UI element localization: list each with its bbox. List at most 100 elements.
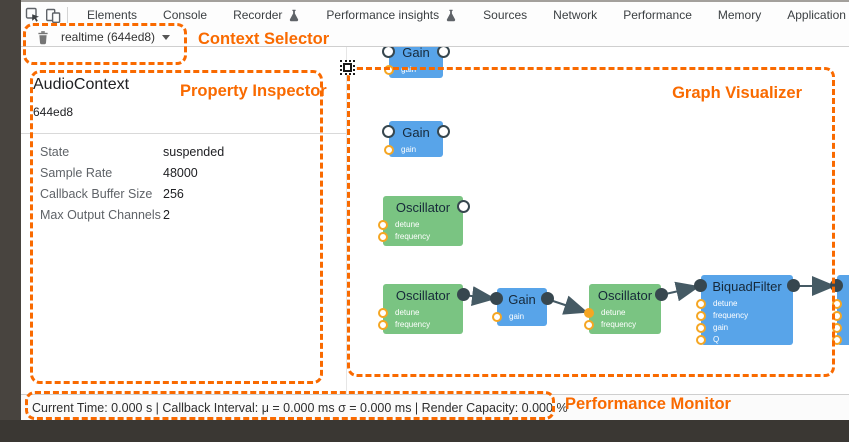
tab-memory[interactable]: Memory xyxy=(705,2,774,28)
param-row: detune xyxy=(696,298,793,310)
desktop-background-bottom xyxy=(0,420,849,442)
tab-elements[interactable]: Elements xyxy=(74,2,150,28)
node-title: Gain xyxy=(508,292,536,307)
property-value: 256 xyxy=(163,186,184,201)
param-label: frequency xyxy=(601,320,637,329)
param-label: gain xyxy=(509,312,525,321)
param-row: detune xyxy=(832,298,849,310)
webaudio-toolbar: realtime (644ed8) xyxy=(21,28,849,47)
param-label: detune xyxy=(395,220,420,229)
param-label: gain xyxy=(713,323,729,332)
tab-network[interactable]: Network xyxy=(540,2,610,28)
element-picker-icon[interactable] xyxy=(25,3,41,27)
tab-label: Elements xyxy=(87,8,138,22)
param-label: gain xyxy=(401,145,417,154)
param-port xyxy=(832,299,842,309)
annotation-corner-handle xyxy=(340,60,355,75)
context-type-title: AudioContext xyxy=(33,76,130,93)
param-row: gain xyxy=(384,144,443,156)
param-list: gain xyxy=(384,143,443,156)
property-value: 2 xyxy=(163,207,170,222)
input-port xyxy=(382,125,395,138)
dropdown-caret-icon xyxy=(162,34,171,40)
tab-label: Network xyxy=(553,8,598,22)
output-port xyxy=(457,288,470,301)
param-row: gain xyxy=(492,311,547,323)
param-row: frequency xyxy=(696,310,793,322)
param-port xyxy=(696,323,706,333)
tab-label: Performance xyxy=(623,8,692,22)
context-id: 644ed8 xyxy=(33,105,74,119)
tab-label: Memory xyxy=(717,8,762,22)
param-row: frequency xyxy=(584,319,661,331)
tab-label: Performance insights xyxy=(326,8,440,22)
param-list: detune frequency xyxy=(378,306,463,331)
property-label: Callback Buffer Size xyxy=(40,186,153,201)
delete-context-icon[interactable] xyxy=(31,28,55,46)
param-row: gain xyxy=(696,322,793,334)
param-port xyxy=(378,308,388,318)
tab-performance-insights[interactable]: Performance insights xyxy=(313,2,470,28)
property-value: 48000 xyxy=(163,165,198,180)
graph-node-oscillator: Oscillator detune frequency xyxy=(378,196,470,246)
property-value: suspended xyxy=(163,144,225,159)
context-selector-dropdown[interactable]: realtime (644ed8) xyxy=(61,30,171,44)
graph-node-gain: Gain gain xyxy=(382,121,450,157)
output-port xyxy=(457,200,470,213)
param-row: frequency xyxy=(378,231,463,243)
input-port xyxy=(382,47,395,58)
graph-node-oscillator: Oscillator detune frequency xyxy=(378,284,470,334)
tab-console[interactable]: Console xyxy=(150,2,220,28)
node-title: Oscillator xyxy=(597,288,653,303)
tab-strip: Elements Console Recorder Performance insig… xyxy=(74,2,849,28)
tab-label: Sources xyxy=(483,8,528,22)
graph-node-gain: Gain gain xyxy=(490,288,554,326)
node-title: Oscillator xyxy=(395,200,451,215)
param-label: frequency xyxy=(395,320,431,329)
tab-sources[interactable]: Sources xyxy=(470,2,540,28)
param-label: detune xyxy=(395,308,420,317)
flask-icon xyxy=(282,9,300,22)
desktop-background-left xyxy=(0,0,21,442)
param-row: frequency xyxy=(832,310,849,322)
param-row: Q xyxy=(696,334,793,346)
output-port xyxy=(787,279,800,292)
node-title: Gain xyxy=(402,47,430,60)
param-list: gain xyxy=(492,310,547,323)
output-port xyxy=(437,47,450,58)
param-label: detune xyxy=(601,308,626,317)
devtools-tab-bar: Elements Console Recorder Performance insig… xyxy=(21,2,849,28)
performance-monitor-bar: Current Time: 0.000 s | Callback Interva… xyxy=(21,394,849,420)
param-label: frequency xyxy=(395,232,431,241)
node-title: Gain xyxy=(402,125,430,140)
param-port xyxy=(384,65,394,75)
param-port xyxy=(584,320,594,330)
tab-label: Recorder xyxy=(233,8,283,22)
tab-application[interactable]: Application xyxy=(774,2,849,28)
flask-icon xyxy=(439,9,457,22)
window-top-edge xyxy=(21,0,849,2)
param-port xyxy=(832,323,842,333)
param-port xyxy=(378,220,388,230)
divider xyxy=(21,133,346,134)
param-port xyxy=(378,320,388,330)
graph-node-oscillator: Oscillator detune frequency xyxy=(584,284,668,334)
param-port xyxy=(384,145,394,155)
tab-performance[interactable]: Performance xyxy=(610,2,705,28)
input-port xyxy=(694,279,707,292)
tab-recorder[interactable]: Recorder xyxy=(220,2,313,28)
param-port xyxy=(832,311,842,321)
node-title: Oscillator xyxy=(395,288,451,303)
param-row: frequency xyxy=(378,319,463,331)
param-port xyxy=(696,335,706,345)
device-toolbar-icon[interactable] xyxy=(45,3,61,27)
